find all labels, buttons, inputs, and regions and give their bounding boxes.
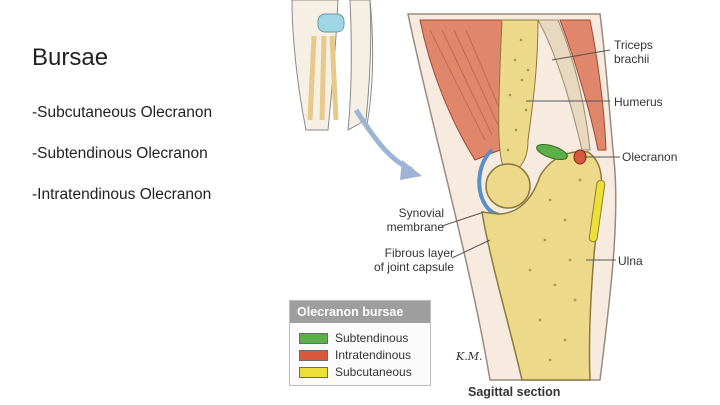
label-triceps-brachii: Triceps brachii <box>614 38 653 66</box>
bullet-subcutaneous: -Subcutaneous Olecranon <box>32 104 212 122</box>
label-ulna: Ulna <box>618 254 643 268</box>
legend-swatch-subcutaneous <box>299 367 328 378</box>
label-fibrous-line2: of joint capsule <box>354 260 454 274</box>
bursae-legend: Olecranon bursae Subtendinous Intratendi… <box>289 300 431 386</box>
label-triceps-line2: brachii <box>614 52 653 66</box>
legend-label-intratendinous: Intratendinous <box>335 348 411 362</box>
label-synovial-line1: Synovial <box>366 206 444 220</box>
bullet-intratendinous: -Intratendinous Olecranon <box>32 186 211 204</box>
label-triceps-line1: Triceps <box>614 38 653 52</box>
artist-signature: K.M. <box>456 350 482 363</box>
label-synovial-line2: membrane <box>366 220 444 234</box>
legend-swatch-subtendinous <box>299 333 328 344</box>
bullet-subtendinous: -Subtendinous Olecranon <box>32 145 208 163</box>
legend-label-subcutaneous: Subcutaneous <box>335 365 412 379</box>
trochlea <box>486 164 530 208</box>
label-olecranon: Olecranon <box>622 150 677 164</box>
legend-title: Olecranon bursae <box>290 301 430 323</box>
figure-caption: Sagittal section <box>468 385 560 399</box>
label-synovial-membrane: Synovial membrane <box>366 206 444 234</box>
label-fibrous-layer: Fibrous layer of joint capsule <box>354 246 454 274</box>
elbow-sagittal-illustration: Triceps brachii Humerus Olecranon Synovi… <box>270 0 720 405</box>
legend-swatch-intratendinous <box>299 350 328 361</box>
label-fibrous-line1: Fibrous layer <box>354 246 454 260</box>
slide-text-panel: Bursae -Subcutaneous Olecranon -Subtendi… <box>0 0 275 405</box>
label-humerus: Humerus <box>614 95 663 109</box>
legend-label-subtendinous: Subtendinous <box>335 331 408 345</box>
arm-orientation-sketch <box>292 0 422 180</box>
slide-title: Bursae <box>32 44 108 72</box>
